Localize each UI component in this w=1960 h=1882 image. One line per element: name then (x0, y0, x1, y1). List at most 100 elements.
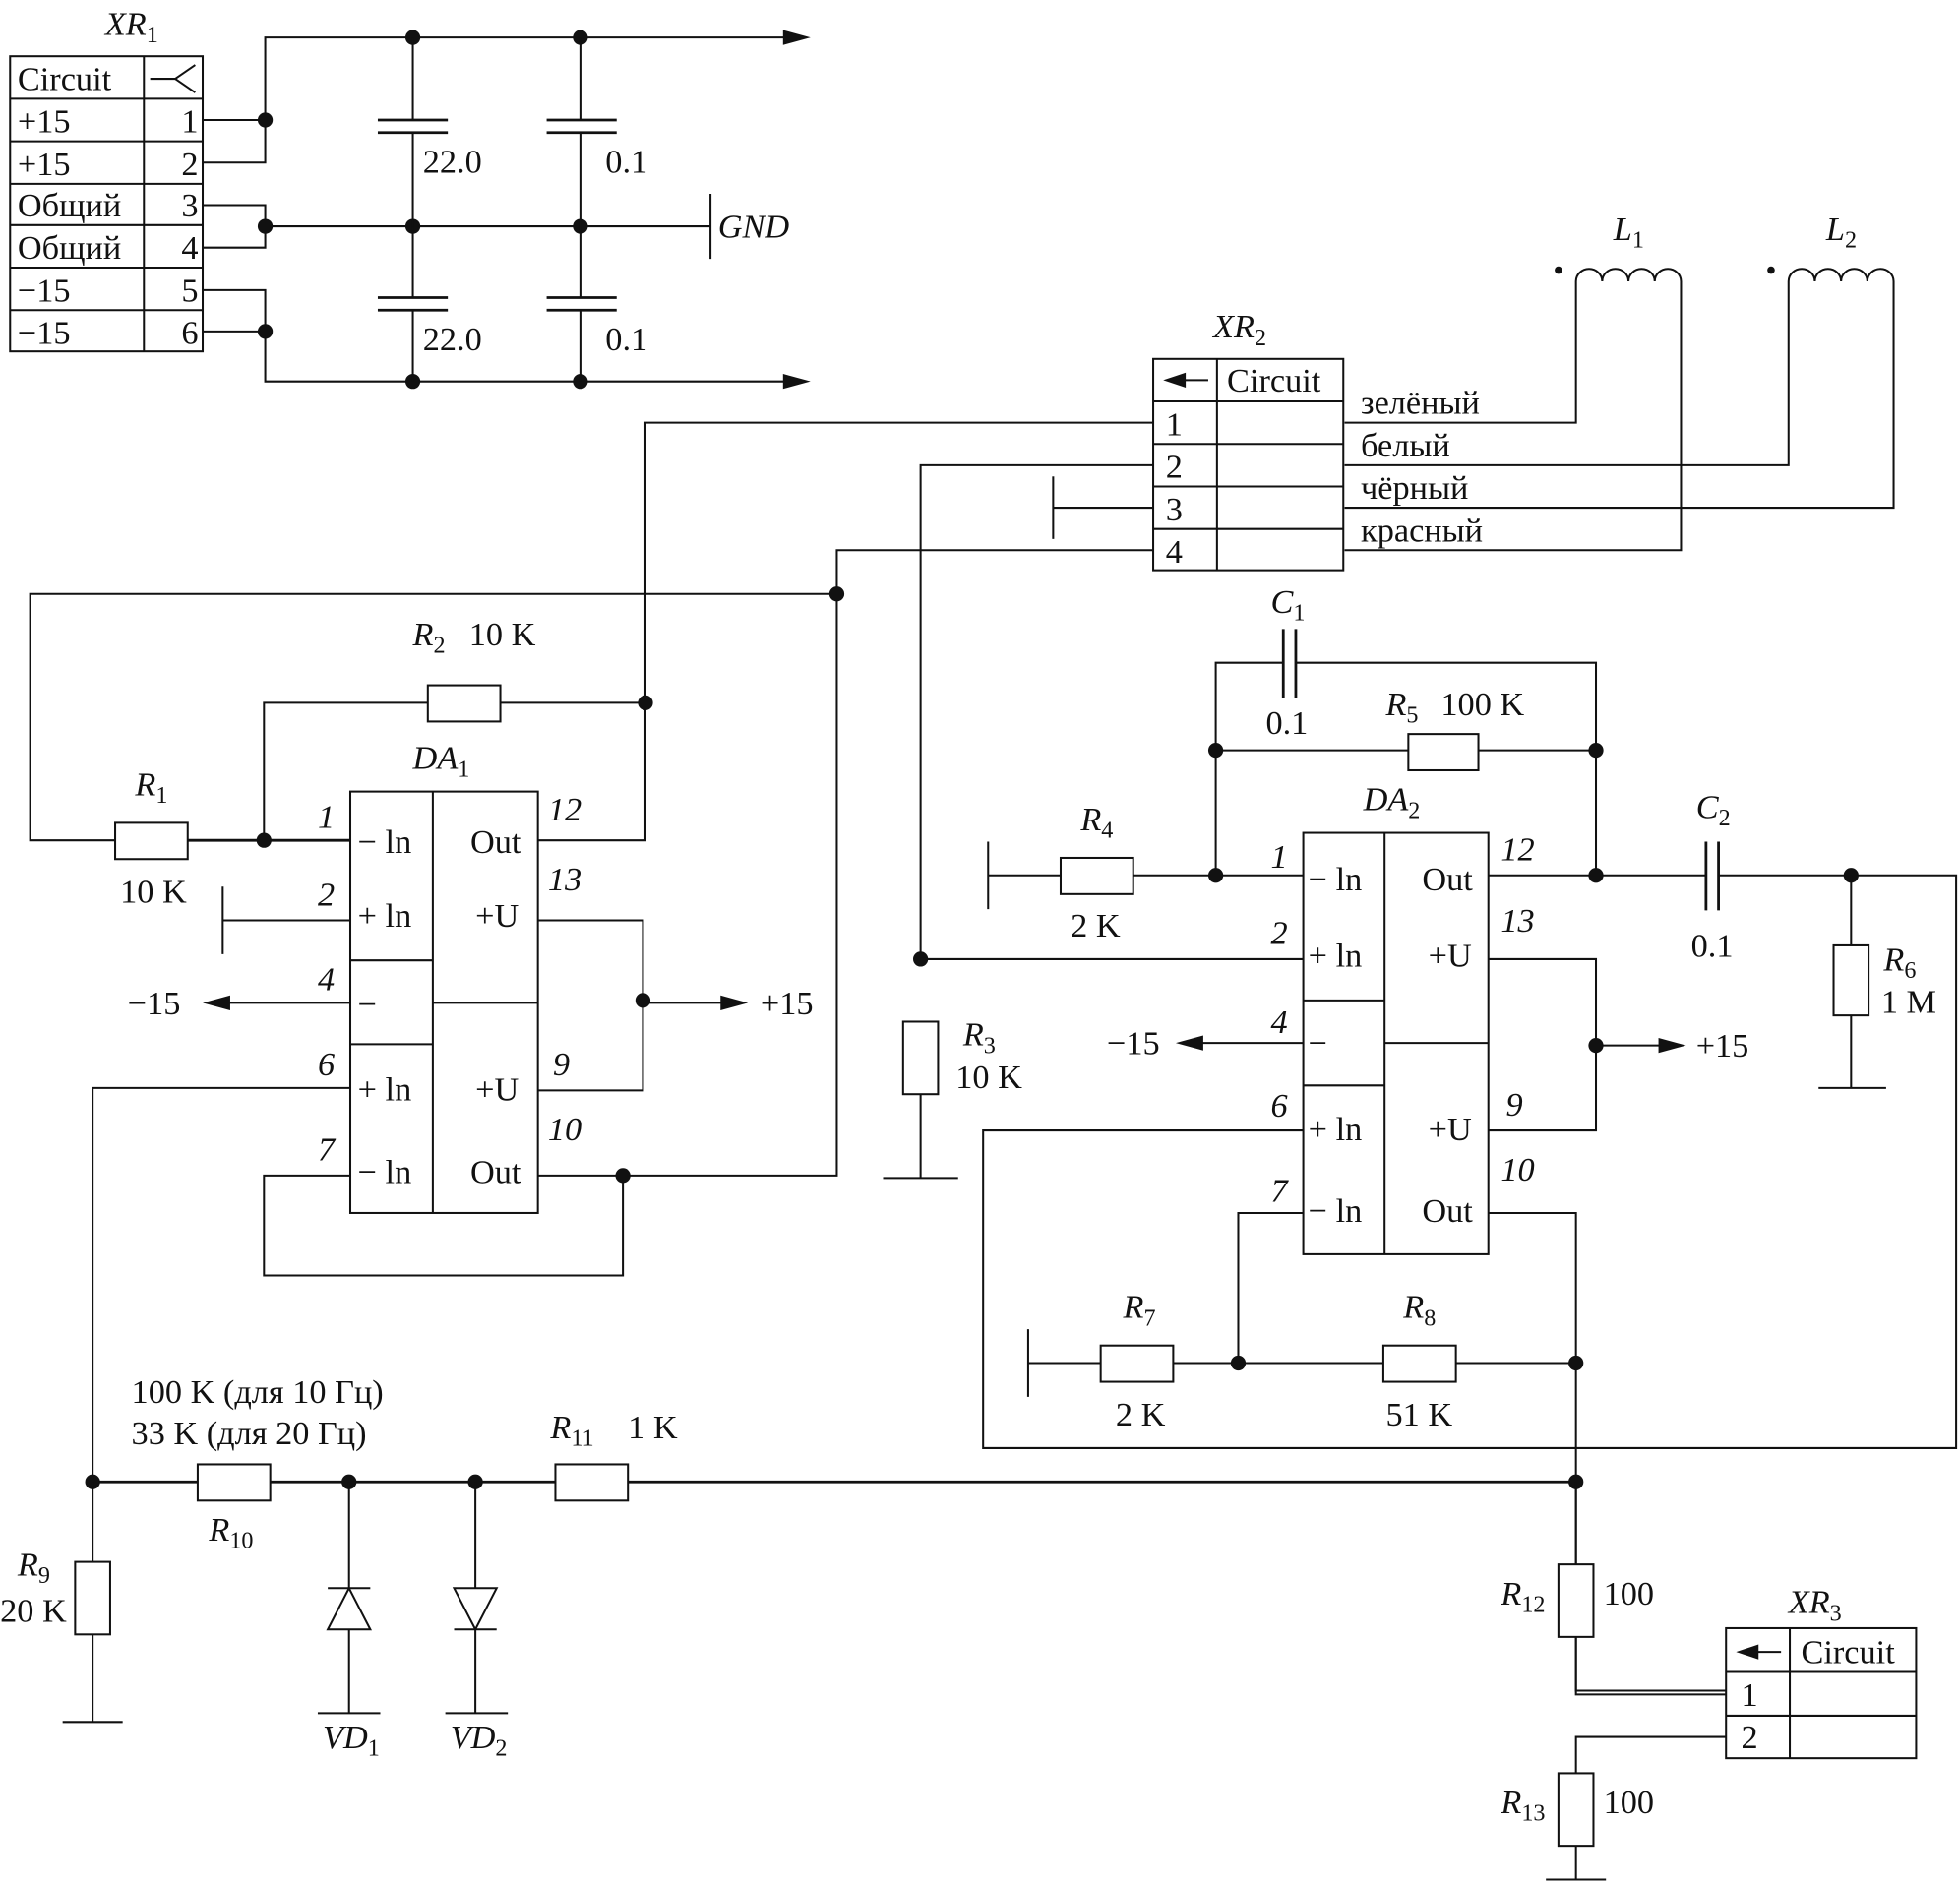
label: 1 (318, 798, 335, 835)
label: 0.1 (605, 143, 647, 180)
label: R3 (962, 1016, 996, 1060)
xr1-title: XR1 (103, 6, 158, 49)
diode-icon (445, 1482, 509, 1715)
r4-value: 2 K (1071, 907, 1121, 944)
label-part: 3 (984, 1032, 996, 1059)
label: 22.0 (423, 143, 482, 180)
label-part: 2 (1255, 325, 1266, 351)
label: + ln (358, 897, 412, 935)
junction-dot (404, 30, 421, 45)
r6-value: 1 M (1881, 984, 1936, 1021)
r10-value-2: 33 K (для 20 Гц) (132, 1415, 367, 1452)
r13-value: 100 (1604, 1784, 1654, 1821)
wire (203, 204, 267, 249)
connector-xr2: XR2 Circuit 1 2 3 4 зелёный белый чёрный… (643, 308, 1483, 959)
label: − ln (358, 1153, 412, 1190)
label-part: 8 (1424, 1305, 1436, 1331)
component-body (554, 1463, 630, 1502)
label: 0.1 (605, 321, 647, 358)
label: L1 (1613, 211, 1644, 254)
junction-dot (1555, 266, 1562, 274)
junction-dot (257, 218, 274, 234)
c1-value: 0.1 (1265, 704, 1308, 742)
label-part: R (962, 1016, 984, 1054)
label-part: 5 (1406, 702, 1418, 729)
label-part: 11 (571, 1425, 593, 1451)
wire (919, 463, 1154, 959)
component-body (1407, 733, 1480, 772)
label: + ln (358, 1071, 412, 1109)
xr2-pin-2: 2 (1166, 449, 1183, 486)
xr1-row-2-pin: 2 (181, 146, 198, 183)
junction-dot (573, 30, 588, 45)
symbol-shape (1163, 372, 1187, 389)
xr1-row-3-pin: 3 (181, 187, 198, 224)
junction-dot (1588, 1038, 1604, 1054)
label-part: R (1123, 1289, 1144, 1326)
xr1-row-6-pin: 6 (181, 315, 198, 352)
junction-dot (1767, 266, 1775, 274)
inductor-icon (1574, 268, 1683, 282)
label: 7 (318, 1131, 337, 1169)
label-part: 2 (434, 633, 446, 659)
label: 2 (318, 876, 335, 913)
component-body (901, 1020, 940, 1096)
junction-dot (1568, 1355, 1584, 1371)
label: 4 (1271, 1003, 1288, 1041)
plug-icon (150, 64, 196, 93)
label-part: 1 (1293, 599, 1305, 626)
component-body (1557, 1563, 1595, 1638)
label-part: VD (323, 1719, 368, 1756)
label-part: 1 (147, 22, 158, 48)
wire (174, 78, 196, 93)
xr1-row-3-label: Общий (18, 187, 121, 224)
xr1-row-1-label: +15 (18, 103, 71, 141)
xr1-row-5-pin: 5 (181, 272, 198, 309)
label: DA1 (412, 740, 470, 783)
label-part: 1 (155, 782, 167, 809)
junction-dot (828, 586, 845, 602)
wire (982, 874, 1958, 1449)
label-part: R (1402, 1289, 1424, 1326)
component-body (9, 55, 205, 353)
wire (835, 549, 1154, 594)
arrow-right-icon (782, 374, 811, 390)
label: XR2 (1211, 308, 1266, 351)
r1-value: 10 K (120, 874, 187, 911)
da1-pos-supply: +15 (761, 985, 814, 1022)
label-part: XR (1787, 1584, 1830, 1621)
arrow-right-icon (720, 995, 749, 1011)
inductor-icon (1787, 268, 1895, 282)
junction-dot (635, 993, 651, 1008)
label-part: DA (412, 740, 459, 777)
wire-color-green: зелёный (1361, 385, 1480, 422)
label: 13 (548, 861, 582, 898)
component-body (1059, 856, 1134, 895)
symbol-shape (326, 1586, 373, 1631)
wire-color-white: белый (1361, 427, 1450, 464)
label-part: DA (1363, 781, 1410, 819)
wire-color-red: красный (1361, 512, 1483, 549)
r8-name: R8 (1402, 1289, 1436, 1332)
junction-dot (1588, 868, 1604, 883)
r5-name: R5 (1384, 686, 1418, 729)
label-part: 2 (495, 1735, 507, 1762)
symbol-shape (452, 1587, 499, 1632)
component-body (1099, 1344, 1175, 1383)
label: +U (475, 897, 519, 935)
r6-name: R6 (1882, 941, 1916, 984)
label-part: 13 (1521, 1800, 1545, 1827)
label: +U (1429, 938, 1472, 975)
r7-name: R7 (1123, 1289, 1156, 1332)
xr1-row-4-label: Общий (18, 229, 121, 267)
connector-xr3: XR3 Circuit 1 2 (1725, 1584, 1918, 1760)
r8-value: 51 K (1385, 1396, 1452, 1433)
opamp-da1: DA1 − ln + ln − + ln − ln Out +U +U Out … (29, 586, 845, 1483)
label-part: R (1882, 941, 1904, 978)
vd1-name: VD1 (323, 1719, 380, 1762)
vd2-name: VD2 (451, 1719, 508, 1762)
label-part: 4 (1101, 818, 1113, 844)
connector-xr1: XR1 Circuit +15 1 +15 2 Общий 3 Общий 4 … (9, 6, 205, 353)
capacitor-22uf-top: 22.0 (377, 37, 482, 227)
junction-dot (1207, 743, 1224, 759)
